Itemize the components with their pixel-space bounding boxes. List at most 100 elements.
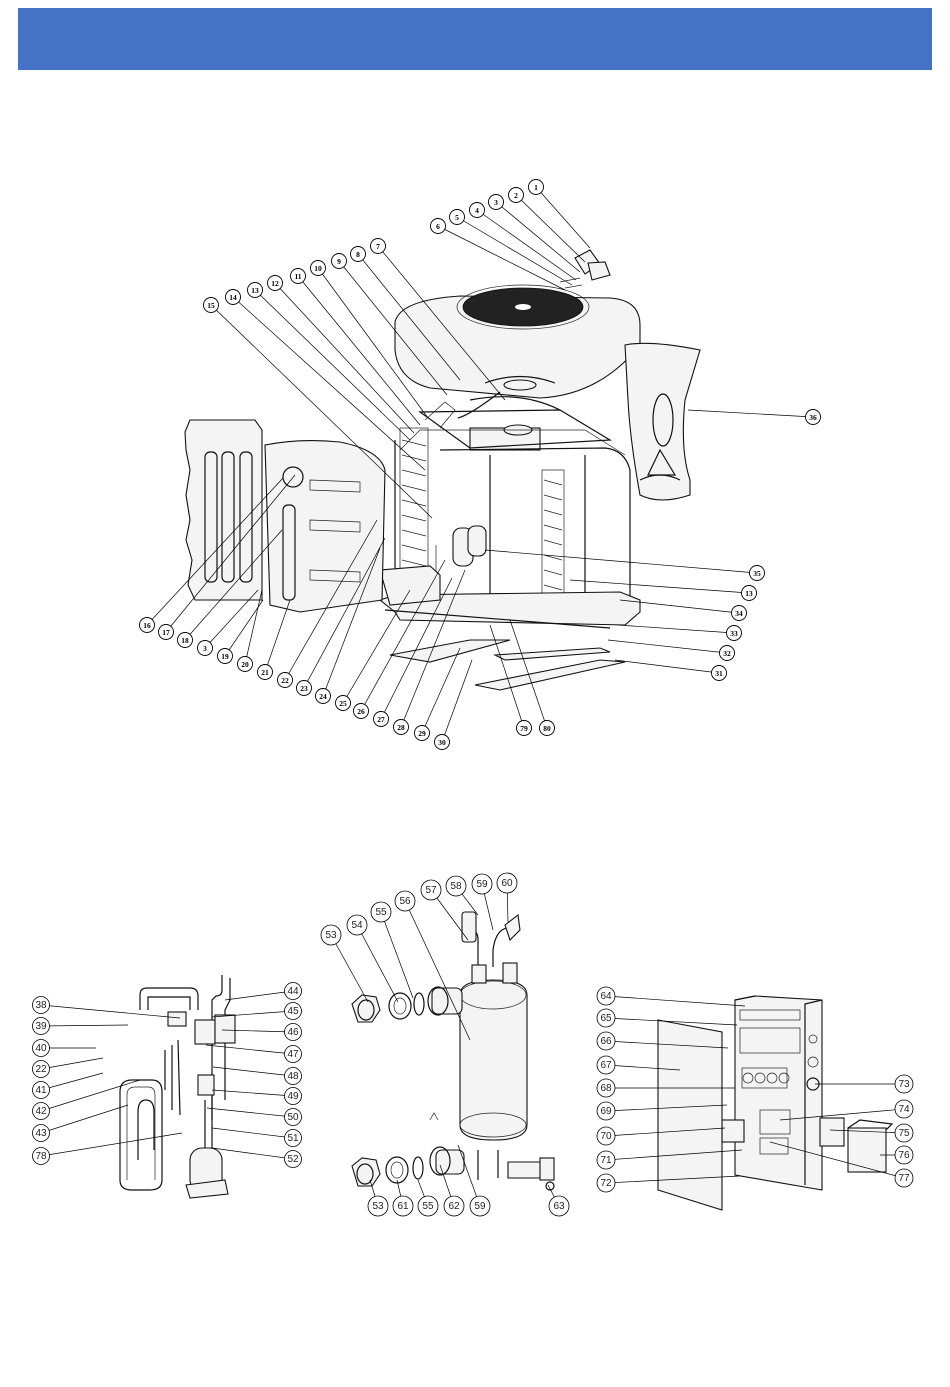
callout-number: 78 (35, 1151, 47, 1162)
callout-number: 58 (450, 881, 462, 892)
callout-number: 22 (281, 676, 289, 685)
callout-number: 1 (534, 183, 538, 192)
callout-number: 53 (372, 1201, 384, 1212)
main-callout-25: 25 (336, 696, 351, 711)
callout-number: 21 (261, 668, 269, 677)
exchanger-callout-53: 53 (321, 925, 341, 945)
callout-number: 52 (287, 1154, 299, 1165)
callout-number: 14 (229, 293, 237, 302)
main-callout-35: 35 (750, 566, 765, 581)
main-callout-24: 24 (316, 689, 331, 704)
callout-number: 44 (287, 986, 299, 997)
callout-number: 68 (600, 1083, 612, 1094)
callout-number: 75 (898, 1128, 910, 1139)
callout-number: 79 (520, 724, 528, 733)
control-box-drawing (658, 996, 892, 1210)
callout-number: 17 (162, 628, 170, 637)
callout-number: 42 (35, 1106, 47, 1117)
leader-line-21 (265, 600, 290, 672)
callout-number: 11 (294, 272, 301, 281)
callout-number: 55 (375, 907, 387, 918)
exchanger-callout-59: 59 (472, 874, 492, 894)
main-callout-3: 3 (489, 195, 504, 210)
exchanger-callout-62: 62 (444, 1196, 464, 1216)
callout-number: 24 (319, 692, 327, 701)
callout-number: 47 (287, 1049, 299, 1060)
leader-line-53 (331, 935, 368, 1002)
main-callout-15: 15 (204, 298, 219, 313)
exchanger-callout-57: 57 (421, 880, 441, 900)
refrigerant-callout-43: 43 (33, 1125, 50, 1142)
callout-number: 39 (35, 1021, 47, 1032)
callout-number: 57 (425, 885, 437, 896)
callout-number: 59 (474, 1201, 486, 1212)
refrigerant-callout-52: 52 (285, 1151, 302, 1168)
callout-number: 66 (600, 1036, 612, 1047)
leader-line-51 (212, 1128, 293, 1138)
exchanger-callout-58: 58 (446, 876, 466, 896)
main-callout-34: 34 (732, 606, 747, 621)
leader-line-44 (225, 991, 293, 1000)
main-callout-26: 26 (354, 704, 369, 719)
leader-line-55 (381, 912, 413, 998)
refrigerant-callout-44: 44 (285, 983, 302, 1000)
refrigerant-circuit-drawing (120, 975, 235, 1198)
callout-number: 48 (287, 1071, 299, 1082)
main-callout-17: 17 (159, 625, 174, 640)
main-callout-11: 11 (291, 269, 306, 284)
callout-number: 4 (475, 206, 479, 215)
leader-line-47 (206, 1045, 293, 1054)
callout-number: 77 (898, 1173, 910, 1184)
callout-number: 22 (35, 1064, 47, 1075)
main-callout-1: 1 (529, 180, 544, 195)
exchanger-callout-59: 59 (470, 1196, 490, 1216)
leader-line-45 (212, 1011, 293, 1017)
main-callout-6: 6 (431, 219, 446, 234)
exchanger-callout-56: 56 (395, 891, 415, 911)
control-box-callout-71: 71 (597, 1151, 615, 1169)
callout-number: 73 (898, 1079, 910, 1090)
refrigerant-callout-51: 51 (285, 1130, 302, 1147)
exchanger-callout-61: 61 (393, 1196, 413, 1216)
leader-line-6 (438, 226, 565, 290)
callout-number: 60 (501, 878, 513, 889)
leader-line-33 (618, 625, 734, 633)
leader-line-2 (516, 195, 585, 262)
refrigerant-callout-48: 48 (285, 1068, 302, 1085)
main-callout-79: 79 (517, 721, 532, 736)
callout-number: 45 (287, 1006, 299, 1017)
callout-number: 12 (271, 279, 279, 288)
callout-number: 38 (35, 1000, 47, 1011)
callout-number: 27 (377, 715, 385, 724)
leader-line-52 (212, 1148, 293, 1159)
refrigerant-callout-78: 78 (33, 1148, 50, 1165)
leader-line-42 (41, 1080, 140, 1111)
main-callout-16: 16 (140, 618, 155, 633)
refrigerant-callout-49: 49 (285, 1088, 302, 1105)
callout-number: 13 (251, 286, 259, 295)
callout-number: 36 (809, 413, 817, 422)
main-callout-10: 10 (311, 261, 326, 276)
main-callout-33: 33 (727, 626, 742, 641)
callout-number: 23 (300, 684, 308, 693)
main-callout-21: 21 (258, 665, 273, 680)
callout-number: 32 (723, 649, 731, 658)
callout-number: 29 (418, 729, 426, 738)
callout-number: 20 (241, 660, 249, 669)
callout-number: 72 (600, 1178, 612, 1189)
main-callout-4: 4 (470, 203, 485, 218)
control-box-callout-76: 76 (895, 1146, 913, 1164)
main-callout-27: 27 (374, 712, 389, 727)
callout-number: 51 (287, 1133, 299, 1144)
leader-line-13 (570, 580, 749, 593)
main-callout-80: 80 (540, 721, 555, 736)
main-callout-23: 23 (297, 681, 312, 696)
control-box-callout-72: 72 (597, 1174, 615, 1192)
callout-number: 46 (287, 1027, 299, 1038)
leader-line-36 (688, 410, 813, 417)
refrigerant-callout-39: 39 (33, 1018, 50, 1035)
exchanger-callout-60: 60 (497, 873, 517, 893)
main-callout-13: 13 (248, 283, 263, 298)
leader-line-50 (207, 1108, 293, 1117)
